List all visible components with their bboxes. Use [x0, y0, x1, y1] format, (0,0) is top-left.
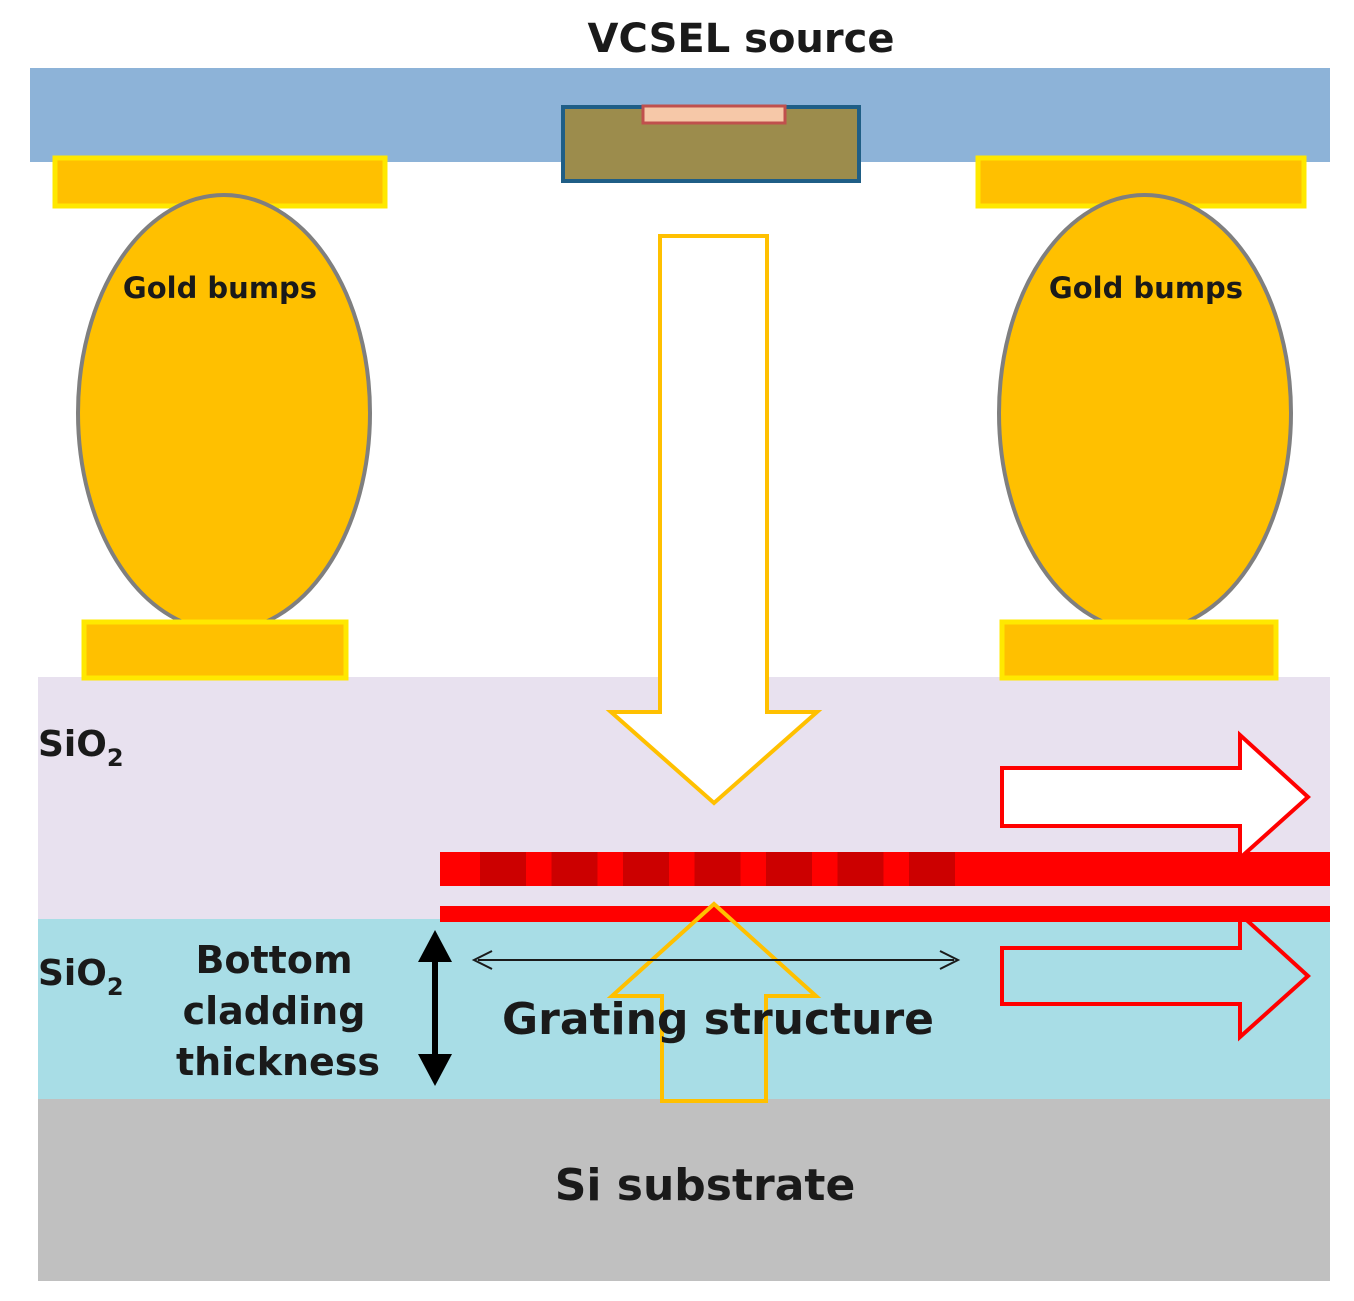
- grating-tooth: [766, 852, 812, 886]
- gold-bump-body-right: [997, 193, 1293, 633]
- sio2-label-lower: SiO2: [38, 953, 124, 1001]
- grating-structure-label: Grating structure: [502, 994, 934, 1045]
- si-substrate-layer: [38, 1099, 1330, 1281]
- guided-light-arrow-upper: [1000, 730, 1311, 863]
- grating-teeth: [480, 852, 955, 886]
- waveguide-bottom-strip: [440, 906, 1330, 922]
- grating-tooth: [909, 852, 955, 886]
- grating-width-arrow: [471, 950, 961, 970]
- grating-tooth: [694, 852, 741, 886]
- gold-bumps-label-left: Gold bumps: [123, 271, 317, 305]
- gold-bump-left: Gold bumps: [52, 155, 388, 681]
- gold-bump-body-left: [76, 193, 372, 633]
- guided-light-arrow-lower: [1000, 909, 1311, 1042]
- svg-text:Bottom: Bottom: [195, 938, 352, 982]
- vcsel-emitter: [641, 104, 787, 125]
- reflected-light-arrow: [606, 901, 822, 1103]
- diagram-title: VCSEL source: [588, 16, 895, 62]
- grating-tooth: [623, 852, 669, 886]
- waveguide-grating: [440, 852, 1330, 922]
- cladding-thickness-arrow: [418, 930, 452, 1086]
- svg-text:cladding: cladding: [183, 989, 366, 1033]
- gold-bump-right: Gold bumps: [975, 155, 1307, 681]
- grating-tooth: [837, 852, 884, 886]
- gold-pad-bottom-left: [81, 619, 349, 681]
- svg-text:thickness: thickness: [176, 1040, 380, 1084]
- gold-pad-bottom-right: [999, 619, 1279, 681]
- si-substrate-label: Si substrate: [555, 1160, 856, 1211]
- incident-light-arrow: [605, 234, 823, 806]
- gold-bumps-label-right: Gold bumps: [1049, 271, 1243, 305]
- sio2-label-upper: SiO2: [38, 724, 124, 772]
- grating-tooth: [480, 852, 526, 886]
- grating-tooth: [551, 852, 598, 886]
- bottom-cladding-label: Bottom cladding thickness: [176, 938, 380, 1084]
